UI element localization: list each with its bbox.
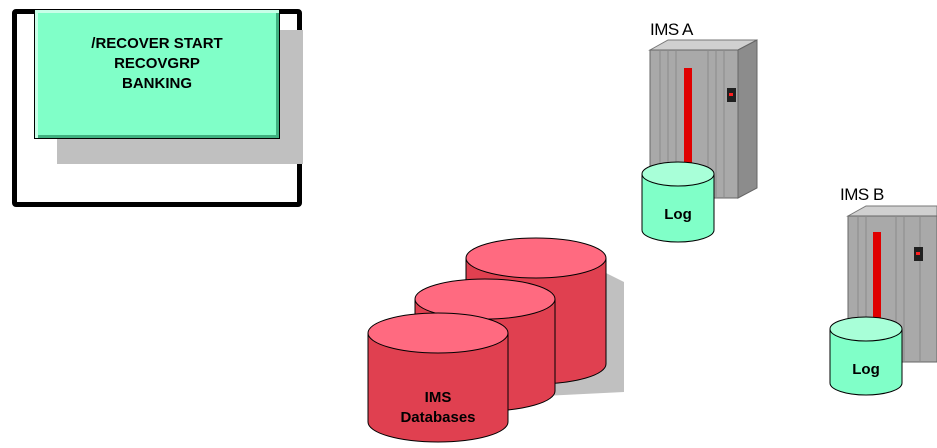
database-cylinder-front-icon: [367, 312, 509, 443]
command-line-1: /RECOVER START: [91, 35, 223, 52]
log-b-label: Log: [852, 361, 880, 378]
log-b-cylinder-icon: [829, 316, 903, 396]
command-line-3: BANKING: [122, 75, 192, 92]
ims-a-label: IMS A: [650, 20, 693, 39]
command-line-2: RECOVGRP: [114, 55, 200, 72]
command-panel: /RECOVER START RECOVGRP BANKING: [34, 9, 280, 139]
database-label: IMS Databases: [368, 388, 508, 428]
ims-b-label: IMS B: [840, 185, 884, 204]
log-a-cylinder-icon: [641, 161, 715, 243]
database-label-line-2: Databases: [400, 409, 476, 426]
log-a-label: Log: [664, 206, 692, 223]
database-label-line-1: IMS: [424, 389, 452, 406]
